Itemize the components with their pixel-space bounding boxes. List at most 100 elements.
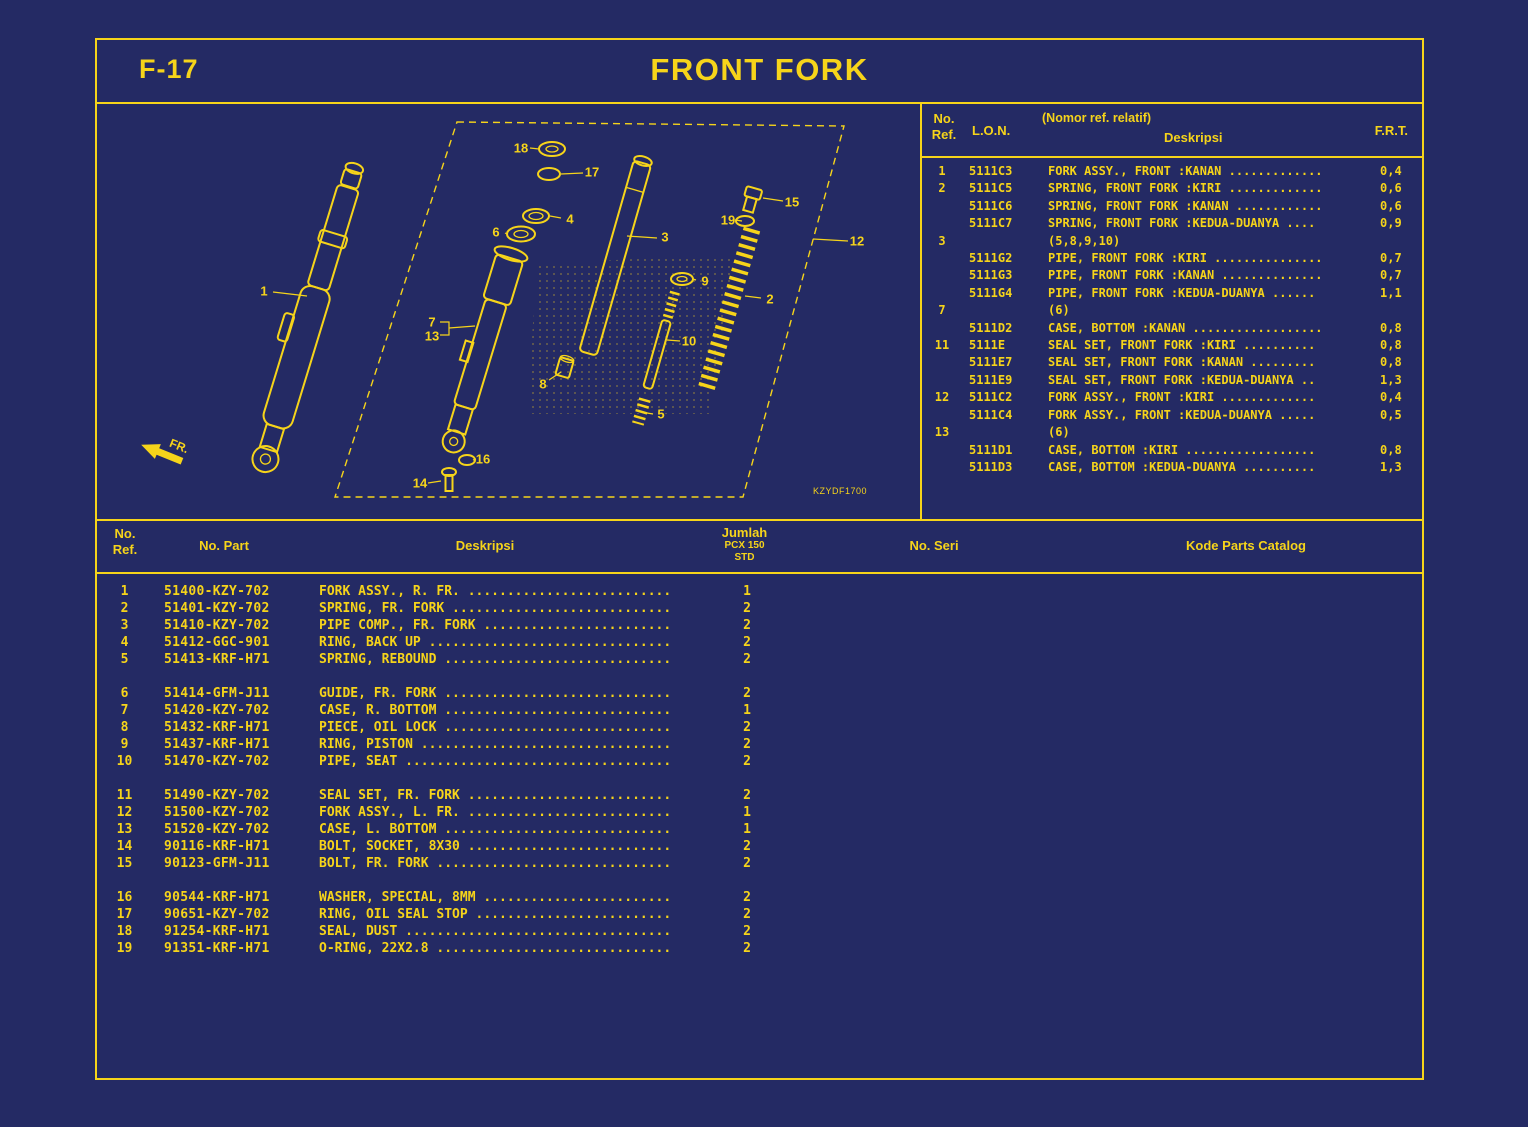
part-ref-cell: 4: [120, 635, 129, 650]
diagram-callout-1: 1: [260, 283, 268, 299]
part-qty-cell: 2: [743, 907, 751, 922]
part-number-cell: 51520-KZY-702: [164, 822, 270, 837]
lon-code-cell: 5111E9: [969, 372, 1013, 387]
part-desc-cell: GUIDE, FR. FORK ........................…: [319, 686, 672, 701]
lon-frt-cell: [1370, 233, 1422, 250]
part-ref-cell: 9: [120, 737, 129, 752]
lon-desc-cell: SEAL SET, FRONT FORK :KANAN .........: [1048, 355, 1316, 370]
part-number-cell: 51437-KRF-H71: [164, 737, 270, 752]
part-number-cell: 90123-GFM-J11: [164, 856, 270, 871]
lon-code-cell: 5111D2: [969, 320, 1013, 335]
part-number-cell: 51412-GGC-901: [164, 635, 270, 650]
lon-frt-cell: 0,9: [1380, 216, 1402, 231]
diagram-callout-3: 3: [661, 229, 669, 245]
part-desc-cell: SPRING, FR. FORK .......................…: [319, 601, 672, 616]
part-ref-cell: 16: [116, 890, 133, 905]
lon-code-cell: 5111E: [969, 338, 1006, 353]
part-desc-cell: RING, BACK UP ..........................…: [319, 635, 672, 650]
lon-frt-cell: 0,7: [1380, 251, 1402, 266]
part-desc-cell: BOLT, FR. FORK .........................…: [319, 856, 672, 871]
part-ref-cell: 17: [116, 907, 133, 922]
diagram-art: FR.: [141, 121, 849, 498]
lon-header-lon: L.O.N.: [972, 123, 1011, 138]
parts-header-part: No. Part: [199, 538, 249, 553]
lon-code-cell: 5111D3: [969, 459, 1013, 474]
lon-desc-cell: FORK ASSY., FRONT :KANAN .............: [1048, 164, 1323, 178]
lon-ref-cell: [922, 459, 962, 476]
lon-desc-cell: SEAL SET, FRONT FORK :KIRI ..........: [1048, 338, 1316, 353]
part-ref-cell: 18: [116, 924, 133, 939]
lon-frt-cell: 0,6: [1380, 181, 1402, 196]
lon-ref-cell: 12: [934, 390, 950, 405]
part-qty-cell: 2: [743, 924, 751, 939]
diagram-callout-7: 7: [428, 314, 436, 330]
part-qty-cell: 2: [743, 788, 751, 803]
part-number-cell: 51500-KZY-702: [164, 805, 270, 820]
diagram-callout-12: 12: [849, 233, 865, 249]
part-ref-cell: 13: [116, 822, 133, 837]
lon-frt-cell: 1,3: [1380, 459, 1402, 474]
lon-ref-cell: [922, 250, 962, 267]
page-title: FRONT FORK: [650, 52, 869, 87]
part-number-cell: 90651-KZY-702: [164, 907, 270, 922]
lon-header-ref-line2: Ref.: [931, 127, 957, 142]
part-ref-cell: 2: [120, 601, 129, 616]
lon-desc-cell: PIPE, FRONT FORK :KIRI ...............: [1048, 251, 1323, 266]
part-number-cell: 90544-KRF-H71: [164, 890, 270, 905]
part-qty-cell: 2: [743, 890, 751, 905]
lon-header-desc: Deskripsi: [1164, 130, 1223, 145]
part-desc-cell: RING, PISTON ...........................…: [319, 737, 672, 752]
part-number-cell: 51400-KZY-702: [164, 584, 270, 599]
part-qty-cell: 2: [743, 754, 751, 769]
parts-table-row: 4 51412-GGC-901 RING, BACK UP ............…: [97, 634, 1422, 651]
parts-header-qty-line2: PCX 150: [724, 540, 765, 551]
lon-desc-cell: FORK ASSY., FRONT :KEDUA-DUANYA .....: [1048, 407, 1316, 422]
parts-table-row: 3 51410-KZY-702 PIPE COMP., FR. FORK .....…: [97, 617, 1422, 634]
diagram-callout-14: 14: [412, 475, 428, 491]
part-desc-cell: RING, OIL SEAL STOP ....................…: [319, 907, 672, 922]
lon-header-note: (Nomor ref. relatif): [1042, 111, 1152, 125]
part-qty-cell: 2: [743, 686, 751, 701]
fr-direction-arrow: FR.: [141, 436, 191, 465]
part-qty-cell: 1: [743, 805, 751, 820]
part-qty-cell: 2: [743, 635, 751, 650]
part-desc-cell: PIPE COMP., FR. FORK ...................…: [319, 618, 672, 633]
lon-header-ref: No. Ref.: [922, 111, 966, 143]
part-number-cell: 90116-KRF-H71: [164, 839, 270, 854]
diagram-callout-18: 18: [513, 140, 529, 156]
lon-frt-cell: 1,3: [1380, 372, 1402, 387]
lon-desc-cell: (6): [1048, 303, 1070, 318]
lon-ref-cell: 1: [938, 164, 946, 178]
lon-ref-cell: [922, 198, 962, 215]
lon-desc-cell: FORK ASSY., FRONT :KIRI .............: [1048, 390, 1316, 405]
part-desc-cell: PIPE, SEAT .............................…: [319, 754, 672, 769]
part-qty-cell: 2: [743, 618, 751, 633]
part-number-cell: 91351-KRF-H71: [164, 941, 270, 956]
part-qty-cell: 2: [743, 601, 751, 616]
part-number-cell: 51470-KZY-702: [164, 754, 270, 769]
lon-code-cell: 5111G2: [969, 251, 1013, 266]
part-ref-cell: 3: [120, 618, 129, 633]
parts-header-qty: Jumlah PCX 150 STD: [697, 525, 792, 564]
part-ref-cell: 6: [120, 686, 129, 701]
lon-code-cell: 5111C6: [969, 198, 1013, 213]
part-number-cell: 51432-KRF-H71: [164, 720, 270, 735]
lon-code-cell: 5111E7: [969, 355, 1013, 370]
part-number-cell: 51410-KZY-702: [164, 618, 270, 633]
part-ref-cell: 12: [116, 805, 133, 820]
